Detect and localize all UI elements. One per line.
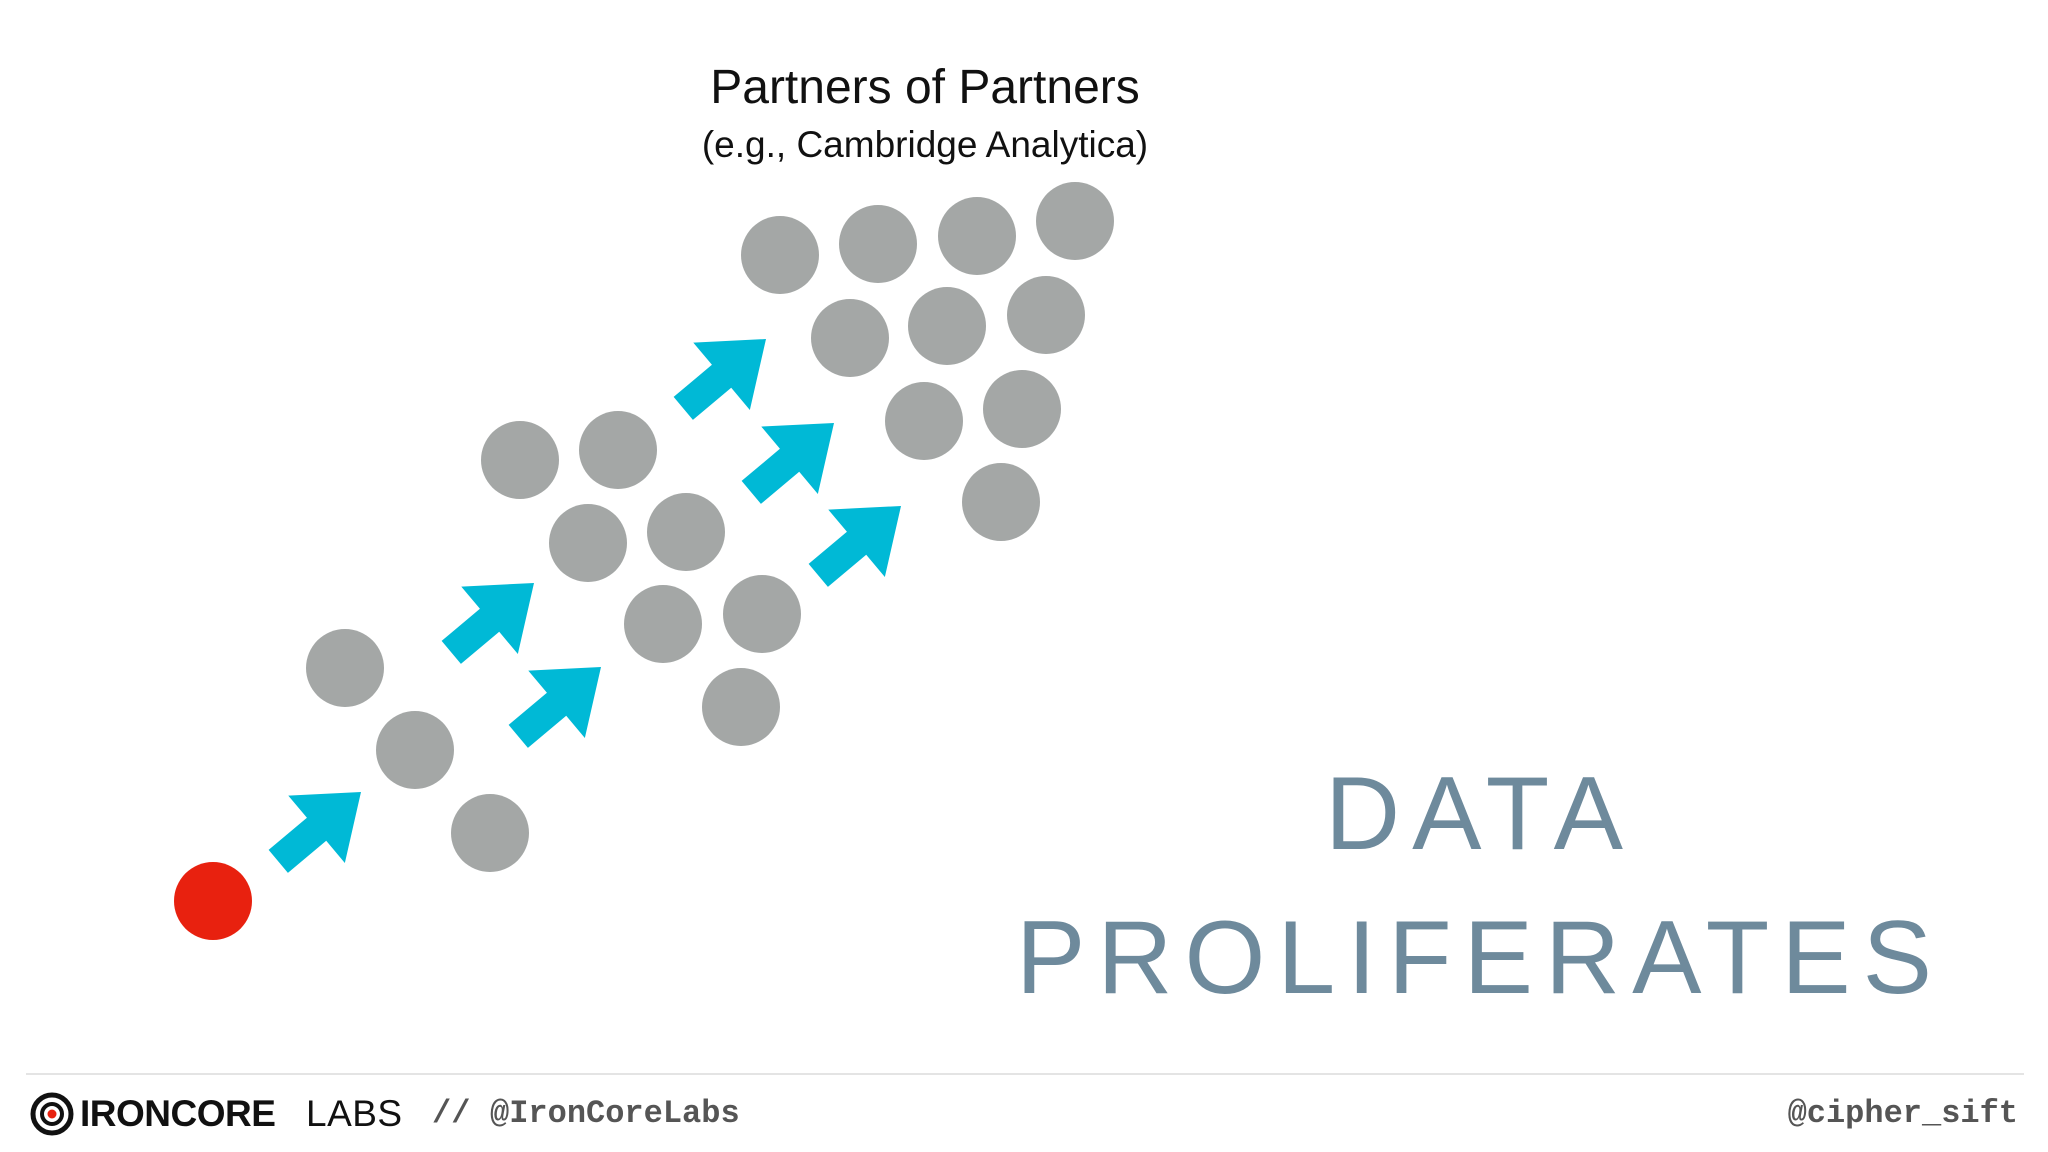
source-dot: [174, 862, 252, 940]
arrow-up-right-icon: [268, 792, 361, 873]
partner-of-partner-dot: [481, 421, 559, 499]
partner-of-partner-dot: [839, 205, 917, 283]
dots-group: [174, 182, 1114, 940]
partner-of-partner-dot: [1036, 182, 1114, 260]
headline-line-2: PROLIFERATES: [1015, 900, 1944, 1016]
partner-of-partner-dot: [983, 370, 1061, 448]
footer-separator: //: [432, 1095, 471, 1132]
brand-handle: @IronCoreLabs: [490, 1095, 740, 1132]
partner-of-partner-dot: [624, 585, 702, 663]
partner-of-partner-dot: [647, 493, 725, 571]
partner-of-partner-dot: [549, 504, 627, 582]
arrow-up-right-icon: [673, 339, 766, 420]
headline-line-1: DATA: [1325, 756, 1635, 872]
brand-name-light: LABS: [306, 1093, 403, 1134]
partner-of-partner-dot: [885, 382, 963, 460]
brand-name-bold: IRONCORE: [80, 1093, 276, 1134]
caption-title: Partners of Partners: [710, 61, 1140, 114]
footer-divider: [26, 1073, 2024, 1075]
partner-dot: [306, 629, 384, 707]
partner-dot: [376, 711, 454, 789]
partner-of-partner-dot: [962, 463, 1040, 541]
partner-of-partner-dot: [579, 411, 657, 489]
arrow-up-right-icon: [808, 506, 901, 587]
partner-of-partner-dot: [741, 216, 819, 294]
partner-of-partner-dot: [702, 668, 780, 746]
ironcore-target-icon: [30, 1092, 74, 1136]
partner-of-partner-dot: [1007, 276, 1085, 354]
arrow-up-right-icon: [508, 667, 601, 748]
partner-of-partner-dot: [938, 197, 1016, 275]
partner-of-partner-dot: [811, 299, 889, 377]
arrow-up-right-icon: [741, 423, 834, 504]
footer: IRONCORE LABS // @IronCoreLabs @cipher_s…: [28, 1088, 2022, 1140]
partner-of-partner-dot: [908, 287, 986, 365]
author-handle: @cipher_sift: [1787, 1095, 2018, 1132]
proliferation-diagram: [174, 182, 1114, 940]
arrow-up-right-icon: [441, 583, 534, 664]
partner-of-partner-dot: [723, 575, 801, 653]
arrows-group: [268, 339, 901, 873]
caption-subtitle: (e.g., Cambridge Analytica): [701, 124, 1149, 165]
partner-dot: [451, 794, 529, 872]
